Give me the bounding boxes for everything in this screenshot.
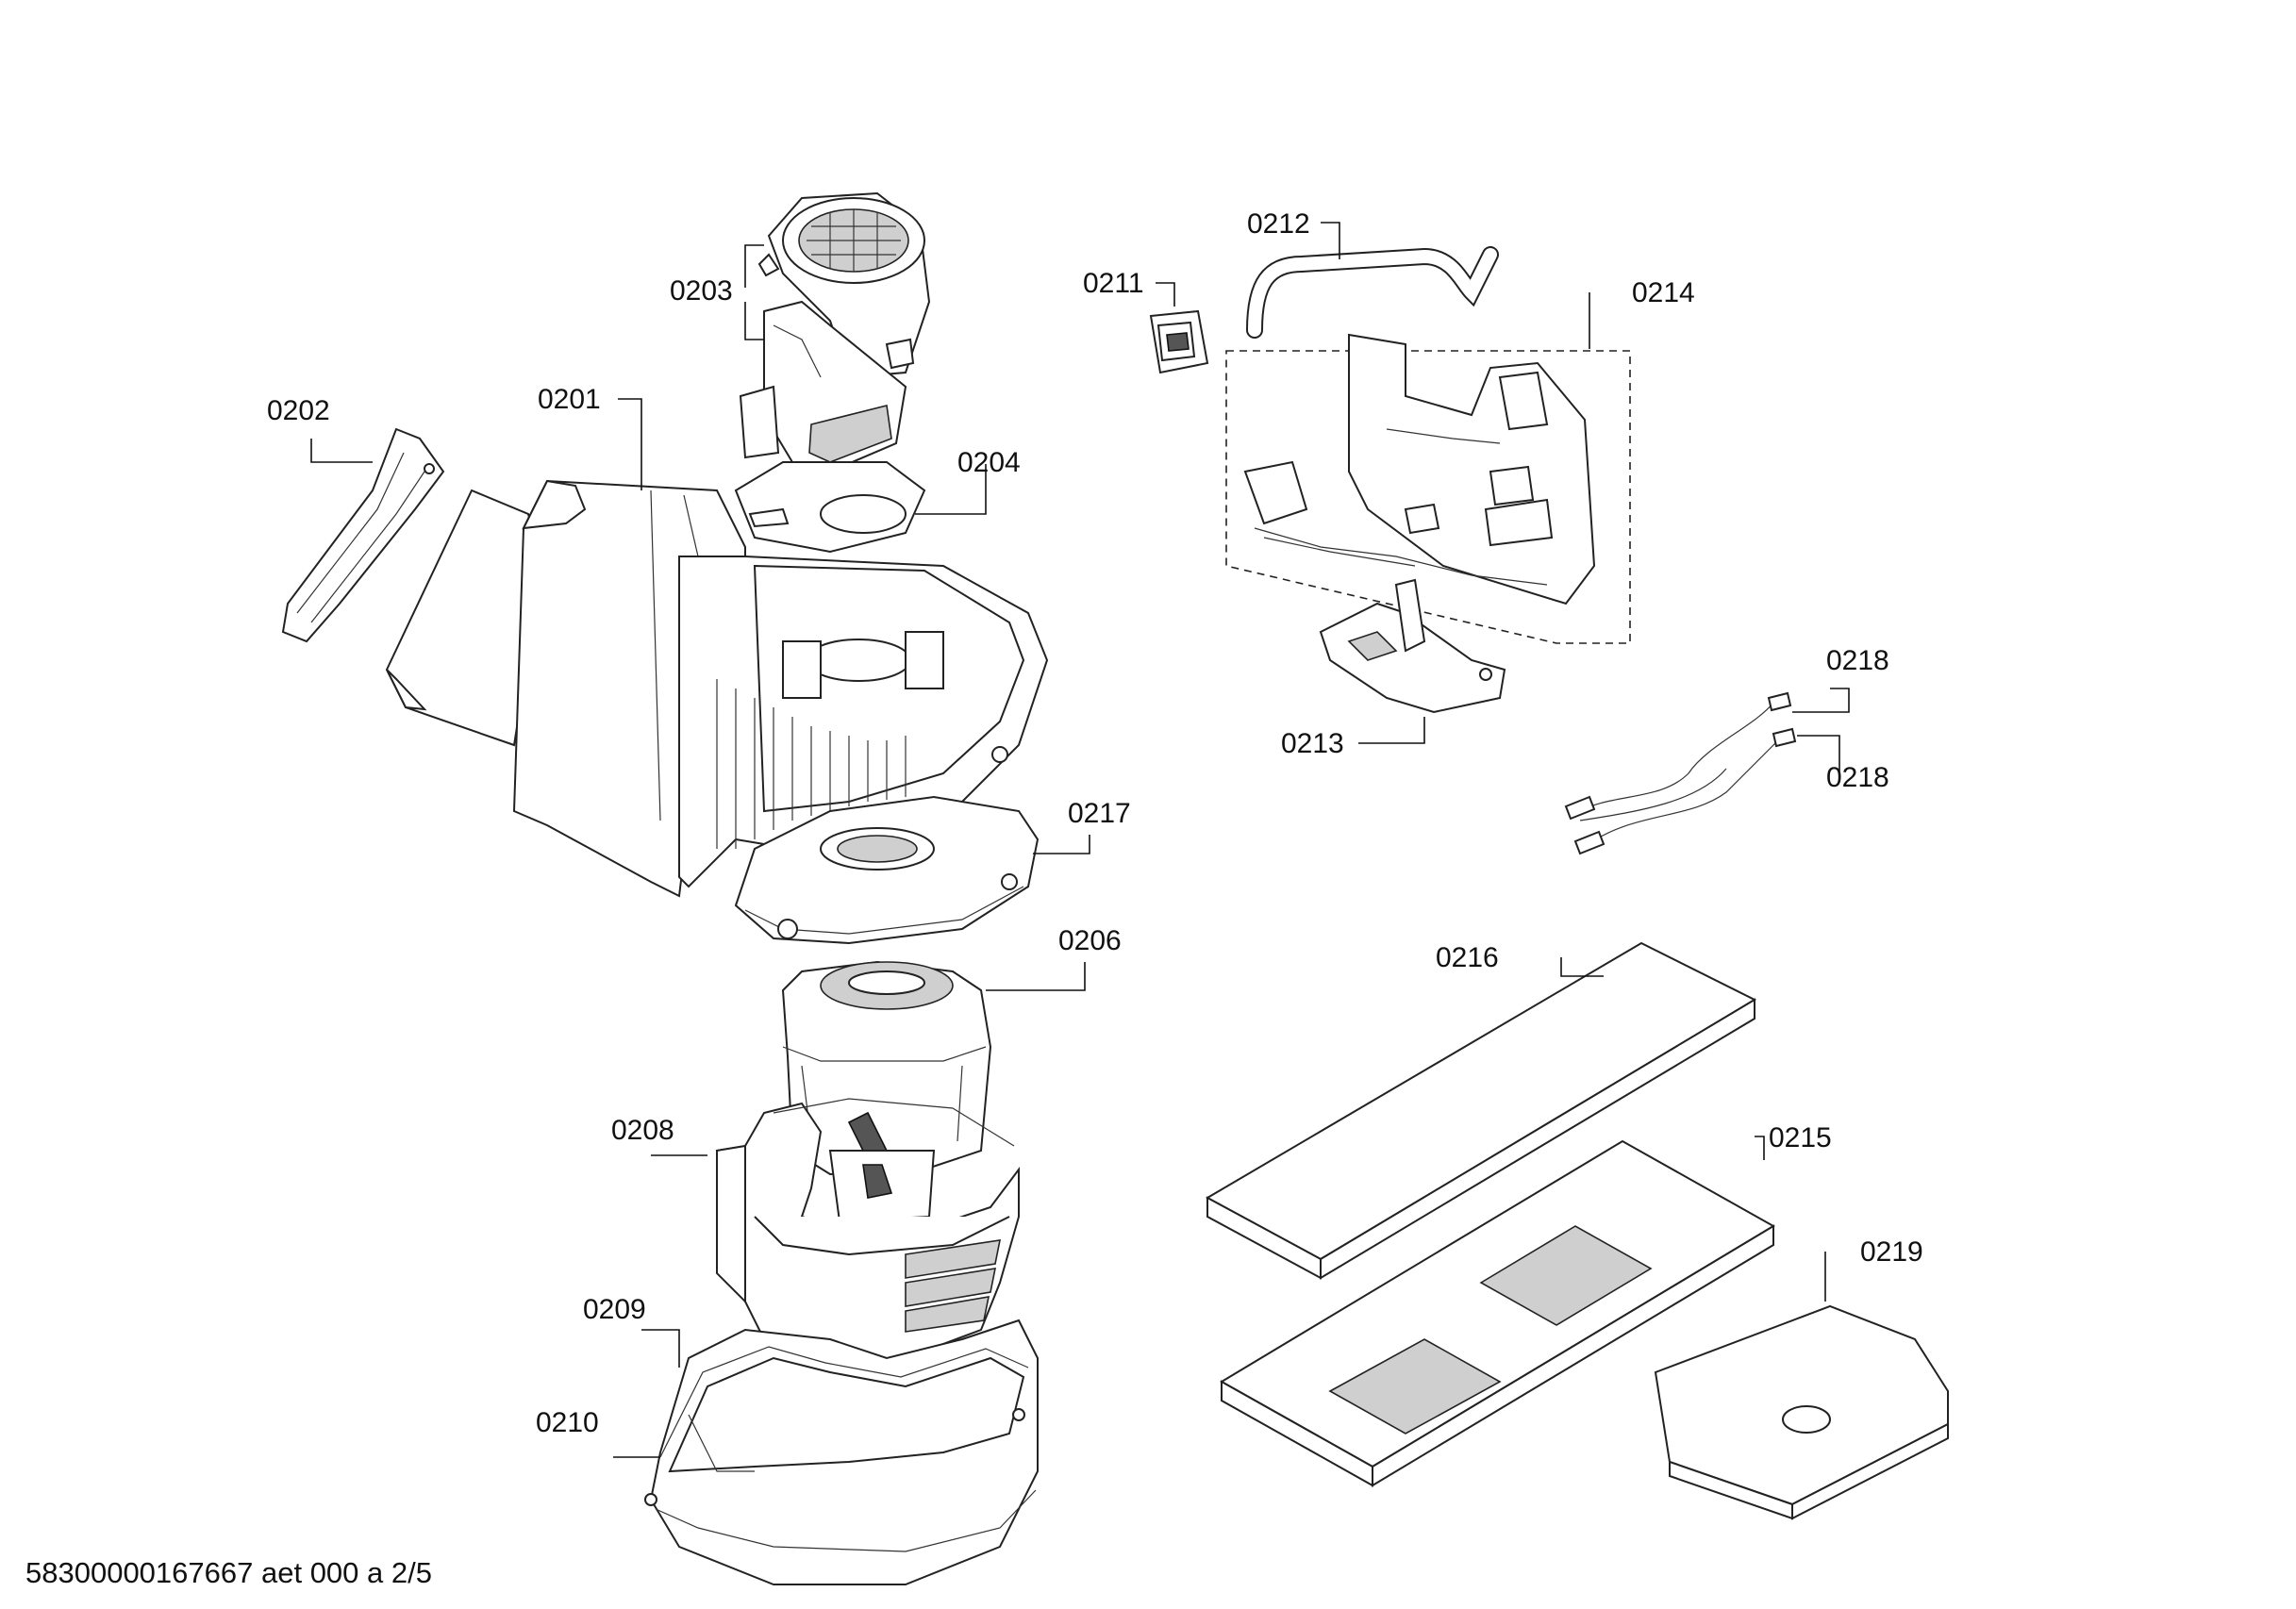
callout-0213: 0213: [1281, 728, 1344, 759]
callout-0219: 0219: [1860, 1236, 1923, 1268]
part-0213-bracket: [1319, 578, 1506, 714]
part-0202-handle: [281, 427, 445, 643]
callout-0217: 0217: [1068, 798, 1131, 829]
part-0208-lower-housing: [715, 1098, 1020, 1359]
part-0215-frame: [1220, 1139, 1775, 1487]
part-0211-switch: [1149, 309, 1209, 374]
part-0201-housing: [385, 479, 1049, 898]
callout-0216: 0216: [1436, 942, 1499, 973]
document-code: 58300000167667 aet 000 a 2/5: [25, 1556, 432, 1589]
callout-0203: 0203: [670, 275, 733, 307]
callout-0208: 0208: [611, 1115, 674, 1146]
part-0209-0210-base: [644, 1319, 1039, 1585]
callout-0210: 0210: [536, 1407, 599, 1438]
callout-0209: 0209: [583, 1294, 646, 1325]
part-0216-plate: [1205, 941, 1757, 1280]
callout-0215: 0215: [1769, 1122, 1832, 1153]
callout-0202: 0202: [267, 395, 330, 426]
callout-0218-lower: 0218: [1826, 762, 1889, 793]
callout-0201: 0201: [538, 384, 601, 415]
callout-0214: 0214: [1632, 277, 1695, 308]
callout-labels: 0201 0202 0203 0204 0206 0208 0209 0210 …: [267, 208, 1923, 1438]
callout-0212: 0212: [1247, 208, 1310, 240]
part-0206-motor: [781, 960, 992, 1223]
callout-leaders: [310, 222, 1850, 1458]
part-0214-pcb: [1225, 333, 1631, 644]
part-0219-pad: [1654, 1304, 1949, 1520]
callout-0204: 0204: [957, 447, 1021, 478]
part-0212-hose: [1246, 246, 1499, 339]
part-0204-gasket: [734, 461, 926, 554]
callout-0218-upper: 0218: [1826, 645, 1889, 676]
callout-0206: 0206: [1058, 925, 1122, 956]
callout-0211: 0211: [1083, 268, 1144, 299]
part-0217-ring: [734, 795, 1040, 945]
part-0218-wires: [1564, 691, 1797, 855]
part-0203-grille-cap: [739, 191, 931, 473]
